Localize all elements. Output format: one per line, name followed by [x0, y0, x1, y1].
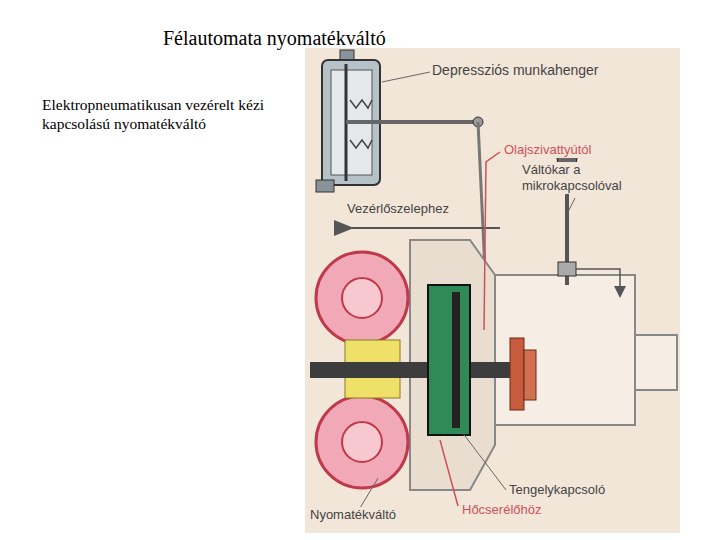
- part-label: Tengelykapcsoló: [507, 482, 607, 498]
- cylinder-foot: [316, 180, 334, 192]
- part-label: Váltókar a mikrokapcsolóval: [520, 162, 649, 194]
- spring: [350, 140, 372, 148]
- push-rod: [346, 120, 476, 124]
- pipe-label: Olajszivattyútól: [502, 142, 593, 158]
- clutch-plate: [452, 292, 460, 428]
- converter-torus: [316, 396, 408, 488]
- leader-line: [440, 440, 458, 506]
- pipe-label: Hőcserélőhöz: [460, 502, 544, 518]
- cylinder-boss: [340, 50, 354, 60]
- converter-torus: [316, 252, 408, 344]
- leader-line: [360, 478, 378, 508]
- background-panel: [305, 48, 680, 533]
- part-label: Depressziós munkahenger: [430, 62, 601, 79]
- wire: [576, 269, 620, 292]
- signal-arrow: [352, 227, 500, 229]
- spring: [350, 100, 372, 108]
- signal-label: Vezérlőszelephez: [345, 201, 451, 217]
- oil-pipe: [484, 152, 500, 330]
- clutch: [428, 285, 470, 435]
- converter-core: [342, 278, 382, 318]
- title: Félautomata nyomatékváltó: [163, 26, 386, 50]
- micro-switch: [558, 262, 576, 276]
- gearbox-housing: [495, 275, 635, 425]
- converter-core: [342, 422, 382, 462]
- shaft: [310, 362, 510, 378]
- gear: [524, 350, 536, 400]
- part-label: Nyomatékváltó: [308, 507, 398, 523]
- gear: [510, 338, 524, 410]
- leader-line: [382, 72, 430, 82]
- gearbox-tail: [635, 335, 677, 390]
- subtitle: Elektropneumatikusan vezérelt kézi kapcs…: [42, 95, 317, 133]
- leader-line: [462, 432, 506, 490]
- leader-line: [568, 198, 575, 212]
